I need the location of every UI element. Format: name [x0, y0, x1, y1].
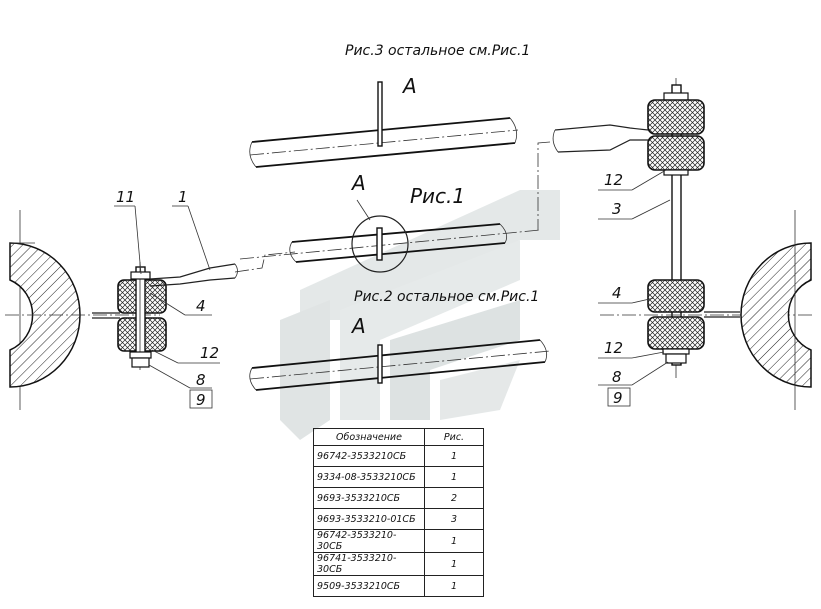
specification-table: Обозначение Рис. 96742-3533210СБ 1 9334-…	[313, 428, 484, 597]
cell-figure: 3	[424, 508, 484, 530]
left-assembly	[5, 210, 296, 410]
callout-1: 1	[178, 188, 188, 206]
cell-figure: 1	[424, 466, 484, 488]
cell-figure: 1	[424, 575, 484, 597]
cell-designation: 9693-3533210-01СБ	[313, 508, 425, 530]
left-callouts: 11 1 4 12 8 9	[114, 188, 220, 409]
table-row: 9334-08-3533210СБ 1	[313, 466, 484, 488]
cell-designation: 96741-3533210-30СБ	[313, 552, 425, 576]
cell-figure: 1	[424, 445, 484, 467]
watermark-logo	[280, 190, 560, 440]
callout-right-9: 9	[613, 389, 623, 407]
cell-figure: 1	[424, 552, 484, 576]
cell-figure: 1	[424, 529, 484, 553]
callout-4: 4	[196, 297, 206, 315]
cell-designation: 9334-08-3533210СБ	[313, 466, 425, 488]
table-row: 9693-3533210СБ 2	[313, 487, 484, 509]
fig2-view-label: A	[350, 314, 366, 338]
cell-designation: 9693-3533210СБ	[313, 487, 425, 509]
right-callouts: 12 3 4 12 8 9	[598, 169, 671, 407]
right-assembly	[537, 78, 815, 410]
fig1-view-label: A	[350, 171, 366, 195]
fig2-caption: Рис.2 остальное см.Рис.1	[354, 289, 539, 305]
cell-designation: 96742-3533210СБ	[313, 445, 425, 467]
table-row: 9509-3533210СБ 1	[313, 575, 484, 597]
callout-right-12b: 12	[604, 339, 623, 357]
table-row: 96741-3533210-30СБ 1	[313, 552, 484, 576]
callout-right-4: 4	[612, 284, 622, 302]
fig2-strap	[249, 339, 551, 391]
header-figure: Рис.	[424, 428, 484, 446]
table-row: 96742-3533210-30СБ 1	[313, 529, 484, 553]
fig3-strap	[249, 81, 519, 168]
table-row: 96742-3533210СБ 1	[313, 445, 484, 467]
cell-designation: 9509-3533210СБ	[313, 575, 425, 597]
fig3-caption: Рис.3 остальное см.Рис.1	[345, 43, 530, 59]
callout-right-8: 8	[612, 368, 622, 386]
callout-right-12a: 12	[604, 171, 623, 189]
header-designation: Обозначение	[313, 428, 425, 446]
cell-designation: 96742-3533210-30СБ	[313, 529, 425, 553]
callout-12: 12	[200, 344, 219, 362]
fig1-strap	[239, 199, 541, 273]
fig3-view-label: A	[401, 74, 417, 98]
cell-figure: 2	[424, 487, 484, 509]
fig1-caption: Рис.1	[410, 184, 465, 208]
table-header-row: Обозначение Рис.	[313, 428, 484, 446]
table-row: 9693-3533210-01СБ 3	[313, 508, 484, 530]
callout-11: 11	[116, 188, 135, 206]
callout-8: 8	[196, 371, 206, 389]
callout-right-3: 3	[612, 200, 622, 218]
callout-9: 9	[196, 391, 206, 409]
